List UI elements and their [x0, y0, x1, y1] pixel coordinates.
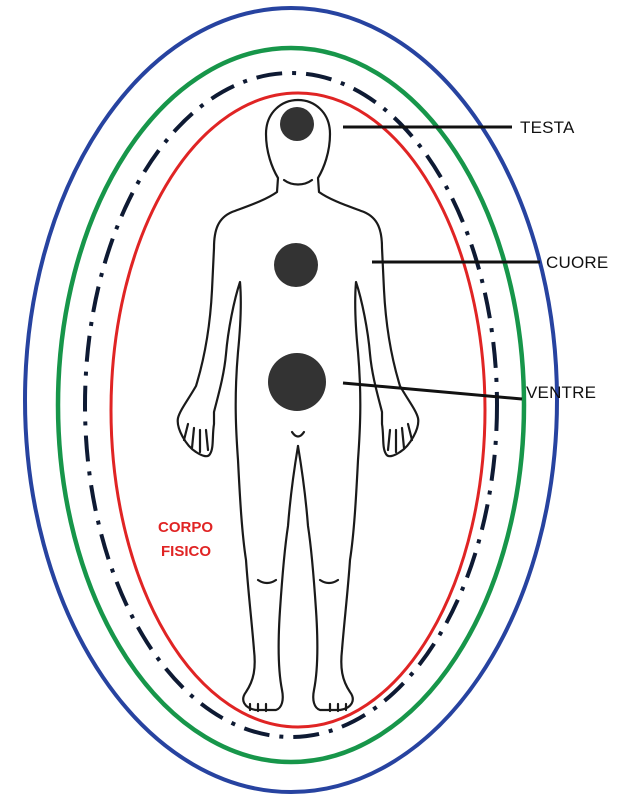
head-label: TESTA [520, 118, 575, 137]
heart-label: CUORE [546, 253, 608, 272]
belly-leader-line [343, 383, 522, 399]
right-hand-fingers [388, 424, 412, 452]
belly-center-dot [268, 353, 326, 411]
body-label-line2: FISICO [161, 543, 211, 560]
body-label-line1: CORPO [158, 519, 213, 536]
left-hand-fingers [184, 424, 208, 452]
head-center-dot [280, 107, 314, 141]
heart-center-dot [274, 243, 318, 287]
navel-detail [292, 432, 304, 437]
neck-detail [284, 180, 312, 185]
left-knee-detail [258, 580, 276, 583]
right-knee-detail [320, 580, 338, 583]
belly-label: VENTRE [526, 383, 596, 402]
figure-right-outline [298, 100, 418, 710]
